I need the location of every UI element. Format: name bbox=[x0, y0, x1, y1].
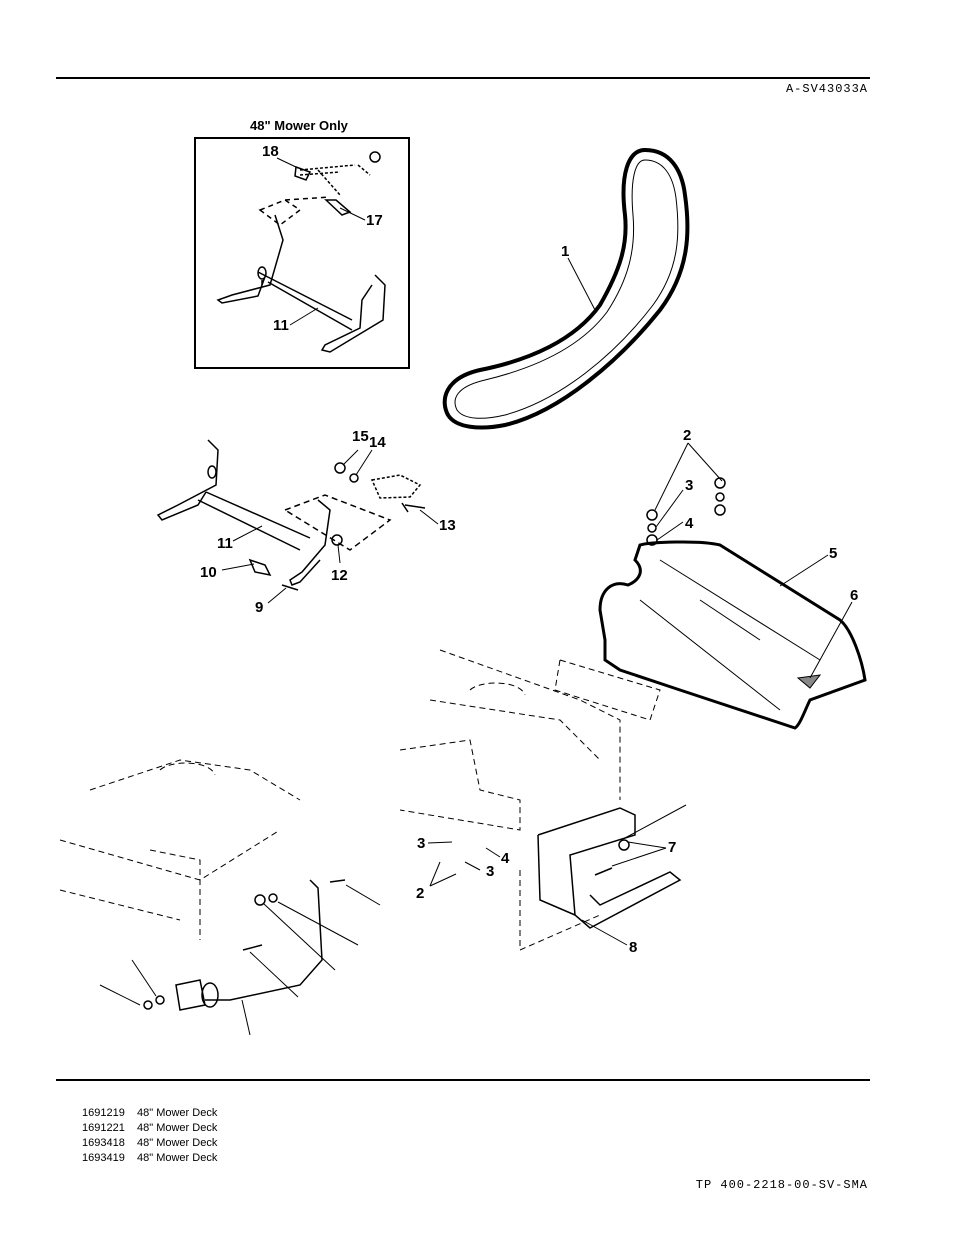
callout-8: 8 bbox=[629, 939, 637, 956]
belt-drawing bbox=[442, 147, 690, 430]
callout-15: 15 bbox=[352, 428, 369, 445]
callout-4-top: 4 bbox=[685, 515, 694, 532]
callout-2-lower: 2 bbox=[416, 885, 424, 902]
lower-bracket-drawing bbox=[537, 807, 682, 929]
bottom-rule bbox=[56, 1079, 870, 1081]
callout-14: 14 bbox=[369, 434, 386, 451]
deck-frame-drawing bbox=[59, 649, 661, 951]
callout-3-top: 3 bbox=[685, 477, 693, 494]
belt-cover-drawing bbox=[598, 477, 867, 730]
callout-10: 10 bbox=[200, 564, 217, 581]
inset-box bbox=[194, 137, 410, 369]
main-bracket-drawing bbox=[156, 439, 426, 591]
callout-1: 1 bbox=[561, 243, 569, 260]
top-rule bbox=[56, 77, 870, 79]
callout-4-lower: 4 bbox=[501, 850, 510, 867]
callout-11-inset: 11 bbox=[273, 317, 289, 334]
callout-3-lower-b: 3 bbox=[486, 863, 494, 880]
callout-6: 6 bbox=[850, 587, 858, 604]
callout-13: 13 bbox=[439, 517, 456, 534]
diagram-code: A-SV43033A bbox=[785, 82, 868, 96]
inset-title: 48" Mower Only bbox=[250, 118, 348, 133]
leader-lines bbox=[99, 157, 853, 1036]
callout-numbers: 1 2 3 4 5 6 7 8 9 10 11 12 13 14 15 17 1… bbox=[200, 143, 858, 956]
callout-18: 18 bbox=[262, 143, 279, 160]
document-code: TP 400-2218-00-SV-SMA bbox=[695, 1178, 868, 1192]
inset-bracket-drawing bbox=[216, 151, 386, 353]
callout-11-main: 11 bbox=[217, 535, 233, 552]
lower-rod-drawing bbox=[143, 879, 346, 1011]
callout-17: 17 bbox=[366, 212, 383, 229]
callout-7: 7 bbox=[668, 839, 676, 856]
callout-2-top: 2 bbox=[683, 427, 691, 444]
callout-5: 5 bbox=[829, 545, 837, 562]
callout-3-lower: 3 bbox=[417, 835, 425, 852]
callout-12: 12 bbox=[331, 567, 348, 584]
callout-9: 9 bbox=[255, 599, 263, 616]
